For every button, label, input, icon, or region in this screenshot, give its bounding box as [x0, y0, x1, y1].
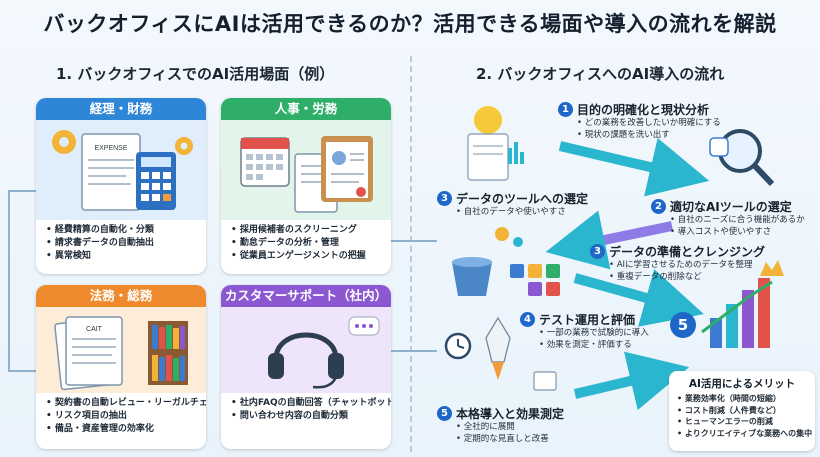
final-step-badge: 5: [670, 312, 696, 338]
monitor-icon: [533, 371, 557, 391]
list-item: 全社的に展開: [456, 422, 564, 434]
list-item: AIに学習させるためのデータを整理: [609, 260, 765, 272]
step-4: 4 テスト運用と評価 一部の業務で試験的に導入 効果を測定・評価する: [520, 311, 649, 351]
lightbulb-icon: [474, 106, 502, 134]
gear-icon: [513, 237, 523, 247]
step-number: 3: [437, 191, 452, 206]
step-number: 1: [558, 102, 573, 117]
step-5: 5 本格導入と効果測定 全社的に展開 定期的な見直しと改善: [437, 405, 564, 445]
step-number: 3: [590, 244, 605, 259]
card-legal: 法務・総務 CAIT 契約書の自動レビュー・リーガルチェック リスク項目の抽出 …: [36, 285, 206, 449]
support-illustration: [221, 307, 391, 393]
list-item: 効果を測定・評価する: [539, 340, 649, 352]
list-item: 備品・資産管理の効率化: [46, 423, 198, 436]
left-section-title: 1. バックオフィスでのAI活用場面（例）: [56, 65, 335, 83]
crown-icon: [760, 260, 784, 276]
card-hr-title: 人事・労務: [221, 98, 391, 120]
step-label: テスト運用と評価: [539, 313, 636, 327]
list-item: 従業員エンゲージメントの把握: [231, 250, 383, 263]
document-icon: [467, 133, 509, 181]
list-item: 導入コストや使いやすさ: [670, 227, 805, 239]
connector-line: [391, 350, 437, 352]
support-list: 社内FAQの自動回答（チャットボット） 問い合わせ内容の自動分類: [221, 393, 391, 423]
list-item: 社内FAQの自動回答（チャットボット）: [231, 397, 391, 410]
card-hr: 人事・労務 採用候補者のスクリーニング 勤怠データの分析・管理: [221, 98, 391, 274]
merit-title: AI活用によるメリット: [688, 378, 796, 390]
contract-document-icon: [65, 316, 123, 386]
right-section-title: 2. バックオフィスへのAI導入の流れ: [476, 65, 725, 83]
list-item: 採用候補者のスクリーニング: [231, 224, 383, 237]
card-finance: 経理・財務 EXPENSE 経費精算の自動化・分類 請求書データの自動抽出 異常…: [36, 98, 206, 274]
rocket-icon: [485, 316, 511, 363]
flow-arrow: [573, 351, 690, 411]
profile-icon: [332, 151, 346, 165]
step-label: 適切なAIツールの選定: [670, 200, 792, 214]
section-divider: [410, 56, 412, 452]
connector-line: [8, 190, 10, 370]
flow-arrow: [545, 210, 674, 270]
list-item: 重複データの削除など: [609, 272, 765, 284]
legal-illustration: CAIT: [36, 307, 206, 393]
hr-list: 採用候補者のスクリーニング 勤怠データの分析・管理 従業員エンゲージメントの把握: [221, 220, 391, 263]
headset-icon: [273, 332, 339, 360]
step-label: 本格導入と効果測定: [456, 407, 565, 421]
gear-icon: [495, 227, 509, 241]
card-finance-title: 経理・財務: [36, 98, 206, 120]
flow-arrow: [573, 269, 704, 327]
step-1: 1 目的の明確化と現状分析 どの業務を改善したいか明確にする 現状の課題を洗い出す: [558, 101, 721, 141]
expense-doc-text: EXPENSE: [94, 145, 127, 152]
list-item: 経費精算の自動化・分類: [46, 224, 198, 237]
legal-list: 契約書の自動レビュー・リーガルチェック リスク項目の抽出 備品・資産管理の効率化: [36, 393, 206, 436]
list-item: 異常検知: [46, 250, 198, 263]
list-item: 自社のデータや使いやすさ: [456, 207, 588, 219]
connector-line: [8, 370, 36, 372]
finance-illustration: EXPENSE: [36, 120, 206, 220]
list-item: どの業務を改善したいか明確にする: [577, 118, 721, 130]
list-item: 自社のニーズに合う機能があるか: [670, 215, 805, 227]
list-item: 契約書の自動レビュー・リーガルチェック: [46, 397, 206, 410]
merit-item: 業務効率化（時間の短縮）: [677, 393, 807, 405]
merit-box: AI活用によるメリット 業務効率化（時間の短縮） コスト削減（人件費など） ヒュ…: [669, 371, 815, 451]
finance-list: 経費精算の自動化・分類 請求書データの自動抽出 異常検知: [36, 220, 206, 263]
card-support-title: カスタマーサポート（社内）: [221, 285, 391, 307]
merit-item: よりクリエイティブな業務への集中: [677, 428, 812, 440]
page-title: バックオフィスにAIは活用できるのか？活用できる場面や導入の流れを解説: [43, 12, 777, 36]
bar-chart-icon: [508, 148, 512, 164]
step-3a: 3 データのツールへの選定 自社のデータや使いやすさ: [437, 190, 588, 219]
list-item: 勤怠データの分析・管理: [231, 237, 383, 250]
card-legal-title: 法務・総務: [36, 285, 206, 307]
list-item: 現状の課題を洗い出す: [577, 130, 721, 142]
list-item: 定期的な見直しと改善: [456, 434, 564, 446]
flow-graphics: [444, 106, 784, 411]
card-support: カスタマーサポート（社内） 社内FAQの自動回答（チャットボット） 問い合わせ内…: [221, 285, 391, 449]
merit-item: ヒューマンエラーの削減: [677, 416, 807, 428]
bucket-icon: [452, 262, 492, 296]
step-label: データの準備とクレンジング: [609, 245, 766, 259]
flow-arrow: [558, 137, 710, 197]
step-3b: 3 データの準備とクレンジング AIに学習させるためのデータを整理 重複データの削…: [590, 243, 765, 283]
merit-item: コスト削減（人件費など）: [677, 405, 807, 417]
step-number: 5: [437, 406, 452, 421]
connector-line: [8, 190, 36, 192]
step-number: 4: [520, 312, 535, 327]
step-number: 2: [651, 199, 666, 214]
data-block-icon: [528, 264, 542, 278]
connector-line: [391, 240, 437, 242]
list-item: 一部の業務で試験的に導入: [539, 328, 649, 340]
list-item: 請求書データの自動抽出: [46, 237, 198, 250]
list-item: リスク項目の抽出: [46, 410, 198, 423]
step-label: データのツールへの選定: [456, 192, 589, 206]
contract-doc-text: CAIT: [86, 326, 103, 333]
step-2: 2 適切なAIツールの選定 自社のニーズに合う機能があるか 導入コストや使いやすさ: [651, 198, 805, 238]
list-item: 問い合わせ内容の自動分類: [231, 410, 383, 423]
hr-illustration: [221, 120, 391, 220]
step-label: 目的の明確化と現状分析: [577, 103, 710, 117]
